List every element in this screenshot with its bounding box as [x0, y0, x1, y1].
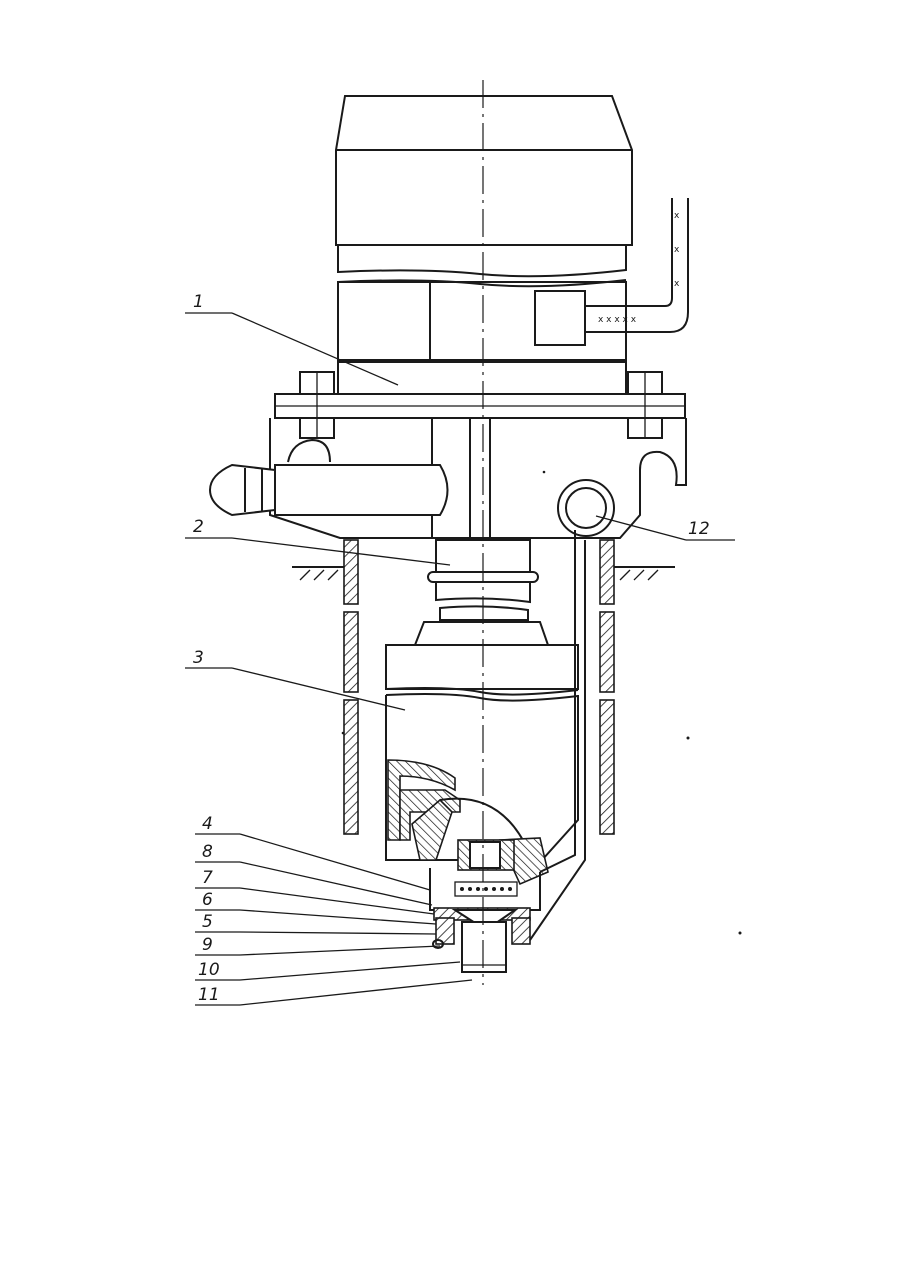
callout-11: 11 — [198, 985, 220, 1005]
callout-12: 12 — [688, 519, 710, 539]
callout-4: 4 — [202, 814, 213, 834]
shaft-coupling — [415, 540, 548, 645]
callout-7: 7 — [202, 868, 213, 888]
svg-text:x x x x x: x x x x x — [598, 315, 637, 325]
submersible-pump — [386, 645, 578, 884]
pump-head — [210, 418, 686, 538]
suction-assembly — [430, 530, 585, 972]
casing-pipe — [344, 540, 614, 834]
leader-lines — [185, 313, 735, 1005]
svg-text:x: x — [674, 245, 680, 255]
callout-8: 8 — [202, 842, 213, 862]
svg-text:x: x — [674, 211, 680, 221]
callout-2: 2 — [193, 517, 204, 537]
svg-text:x: x — [674, 279, 680, 289]
callout-1: 1 — [193, 292, 204, 312]
mounting-flange — [275, 372, 685, 438]
callout-9: 9 — [202, 935, 213, 955]
motor-housing — [336, 96, 632, 394]
callout-3: 3 — [193, 648, 204, 668]
callout-6: 6 — [202, 890, 213, 910]
callout-5: 5 — [202, 912, 213, 932]
callout-10: 10 — [198, 960, 220, 980]
